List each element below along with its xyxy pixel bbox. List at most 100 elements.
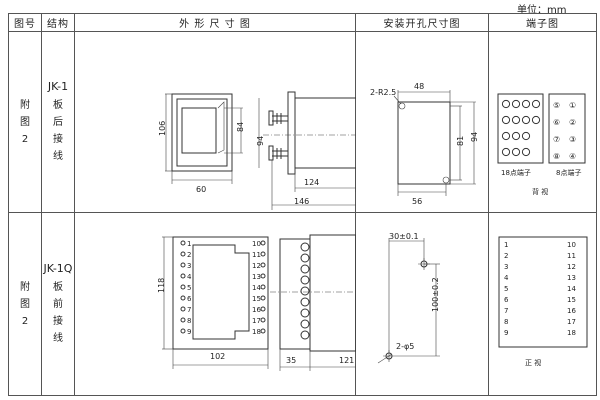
terminal-screw bbox=[300, 242, 310, 252]
view-back: 背 视 bbox=[532, 187, 548, 196]
terminal-label: 4 bbox=[187, 273, 192, 281]
dim-94-mount: 94 bbox=[470, 132, 479, 142]
header-outline: 外 形 尺 寸 图 bbox=[74, 13, 356, 32]
dim-holes: 2-φ5 bbox=[396, 342, 414, 351]
terminal-dot bbox=[260, 284, 266, 290]
dim-94: 94 bbox=[256, 136, 265, 146]
dim-118: 118 bbox=[157, 278, 166, 293]
terminal-dot bbox=[501, 115, 511, 125]
terminal-dot bbox=[260, 273, 266, 279]
terminal-dot bbox=[511, 99, 521, 109]
terminal-dot bbox=[511, 131, 521, 141]
dim-124: 124 bbox=[304, 178, 319, 187]
unit-label: 单位：mm bbox=[517, 5, 567, 16]
terminal-label: 11 bbox=[252, 251, 261, 259]
terminal-number: 10 bbox=[567, 241, 576, 249]
terminal-number: 12 bbox=[567, 263, 576, 271]
terminal-dot bbox=[180, 328, 186, 334]
terminal-dot bbox=[180, 295, 186, 301]
terminal-drawing-1: 18点端子 ⑤ ① ⑥ ② ⑦ ③ ⑧ ④ 8点端子 背 视 bbox=[488, 31, 597, 213]
svg-text:⑤: ⑤ bbox=[553, 101, 560, 110]
terminal-label: 13 bbox=[252, 273, 261, 281]
terminal-label: 18 bbox=[252, 328, 261, 336]
terminal-dot bbox=[521, 147, 531, 157]
terminal-label: 2 bbox=[187, 251, 191, 259]
terminal-label: 14 bbox=[252, 284, 261, 292]
terminal-dot bbox=[501, 131, 511, 141]
dim-81: 81 bbox=[456, 136, 465, 146]
dim-100: 100±0.2 bbox=[431, 277, 440, 312]
terminal-label: 6 bbox=[187, 295, 192, 303]
terminal-dot bbox=[180, 240, 186, 246]
row-jk1: 附 图 2 JK-1 板 后 接 线 bbox=[8, 31, 597, 213]
terminal-screw bbox=[300, 286, 310, 296]
terminal-dot bbox=[260, 295, 266, 301]
terminal-label: 17 bbox=[252, 317, 261, 325]
dim-48: 48 bbox=[414, 82, 424, 91]
terminal-dot bbox=[260, 306, 266, 312]
terminal-18-dots bbox=[501, 99, 541, 157]
terminal-screw bbox=[300, 264, 310, 274]
header-mounting: 安装开孔尺寸图 bbox=[355, 13, 489, 32]
terminal-dot bbox=[180, 317, 186, 323]
terminal-number: 13 bbox=[567, 274, 576, 282]
fig-label-1: 附 图 2 bbox=[8, 31, 42, 213]
terminal-number: 6 bbox=[504, 296, 509, 304]
terminal-dot bbox=[180, 251, 186, 257]
terminal-number: 4 bbox=[504, 274, 509, 282]
svg-text:⑦: ⑦ bbox=[553, 135, 560, 144]
terminal-dot bbox=[521, 115, 531, 125]
terminal-number: 11 bbox=[567, 252, 576, 260]
caption-18: 18点端子 bbox=[501, 168, 531, 177]
terminal-label: 1 bbox=[187, 240, 191, 248]
structure-desc: 板 前 接 线 bbox=[53, 282, 63, 344]
svg-text:①: ① bbox=[569, 101, 576, 110]
structure-desc: 板 后 接 线 bbox=[53, 100, 63, 162]
structure-cell-2: JK-1Q 板 前 接 线 bbox=[41, 212, 75, 396]
header-structure: 结构 bbox=[41, 13, 75, 32]
terminal-dot bbox=[511, 115, 521, 125]
terminal-number: 3 bbox=[504, 263, 508, 271]
dim-35: 35 bbox=[286, 356, 296, 365]
dim-146: 146 bbox=[294, 197, 309, 206]
structure-code: JK-1 bbox=[47, 80, 69, 93]
terminal-number: 17 bbox=[567, 318, 576, 326]
terminal-dot bbox=[260, 317, 266, 323]
dim-106: 106 bbox=[158, 121, 167, 136]
structure-cell-1: JK-1 板 后 接 线 bbox=[41, 31, 75, 213]
terminal-dot bbox=[531, 115, 541, 125]
terminal-dot bbox=[260, 262, 266, 268]
side-terminals bbox=[300, 242, 310, 340]
dim-60: 60 bbox=[196, 185, 206, 194]
terminal-number: 9 bbox=[504, 329, 508, 337]
terminal-label: 7 bbox=[187, 306, 191, 314]
fig-label-2: 附 图 2 bbox=[8, 212, 42, 396]
terminal-number: 16 bbox=[567, 307, 576, 315]
terminal-dot bbox=[180, 284, 186, 290]
terminal-dot bbox=[180, 262, 186, 268]
terminal-label: 10 bbox=[252, 240, 261, 248]
terminal-dot bbox=[521, 131, 531, 141]
svg-text:②: ② bbox=[569, 118, 576, 127]
terminal-screw bbox=[300, 330, 310, 340]
mounting-drawing-2: 30±0.1 100±0.2 2-φ5 bbox=[355, 212, 489, 396]
mounting-drawing-1: 48 2-R2.5 81 94 56 bbox=[355, 31, 489, 213]
terminal-number: 1 bbox=[504, 241, 508, 249]
terminal-dot bbox=[180, 306, 186, 312]
terminal-label: 9 bbox=[187, 328, 191, 336]
svg-text:④: ④ bbox=[569, 152, 576, 161]
dim-r25: 2-R2.5 bbox=[370, 88, 396, 97]
terminal-dot bbox=[521, 99, 531, 109]
terminal-number: 8 bbox=[504, 318, 508, 326]
terminal-screw bbox=[300, 253, 310, 263]
svg-text:⑥: ⑥ bbox=[553, 118, 560, 127]
terminal-label: 5 bbox=[187, 284, 191, 292]
dim-30: 30±0.1 bbox=[389, 232, 419, 241]
dim-102: 102 bbox=[210, 352, 225, 361]
terminal-number: 18 bbox=[567, 329, 576, 337]
outline-drawing-1: 106 84 60 124 bbox=[74, 31, 356, 213]
caption-8: 8点端子 bbox=[556, 168, 581, 177]
